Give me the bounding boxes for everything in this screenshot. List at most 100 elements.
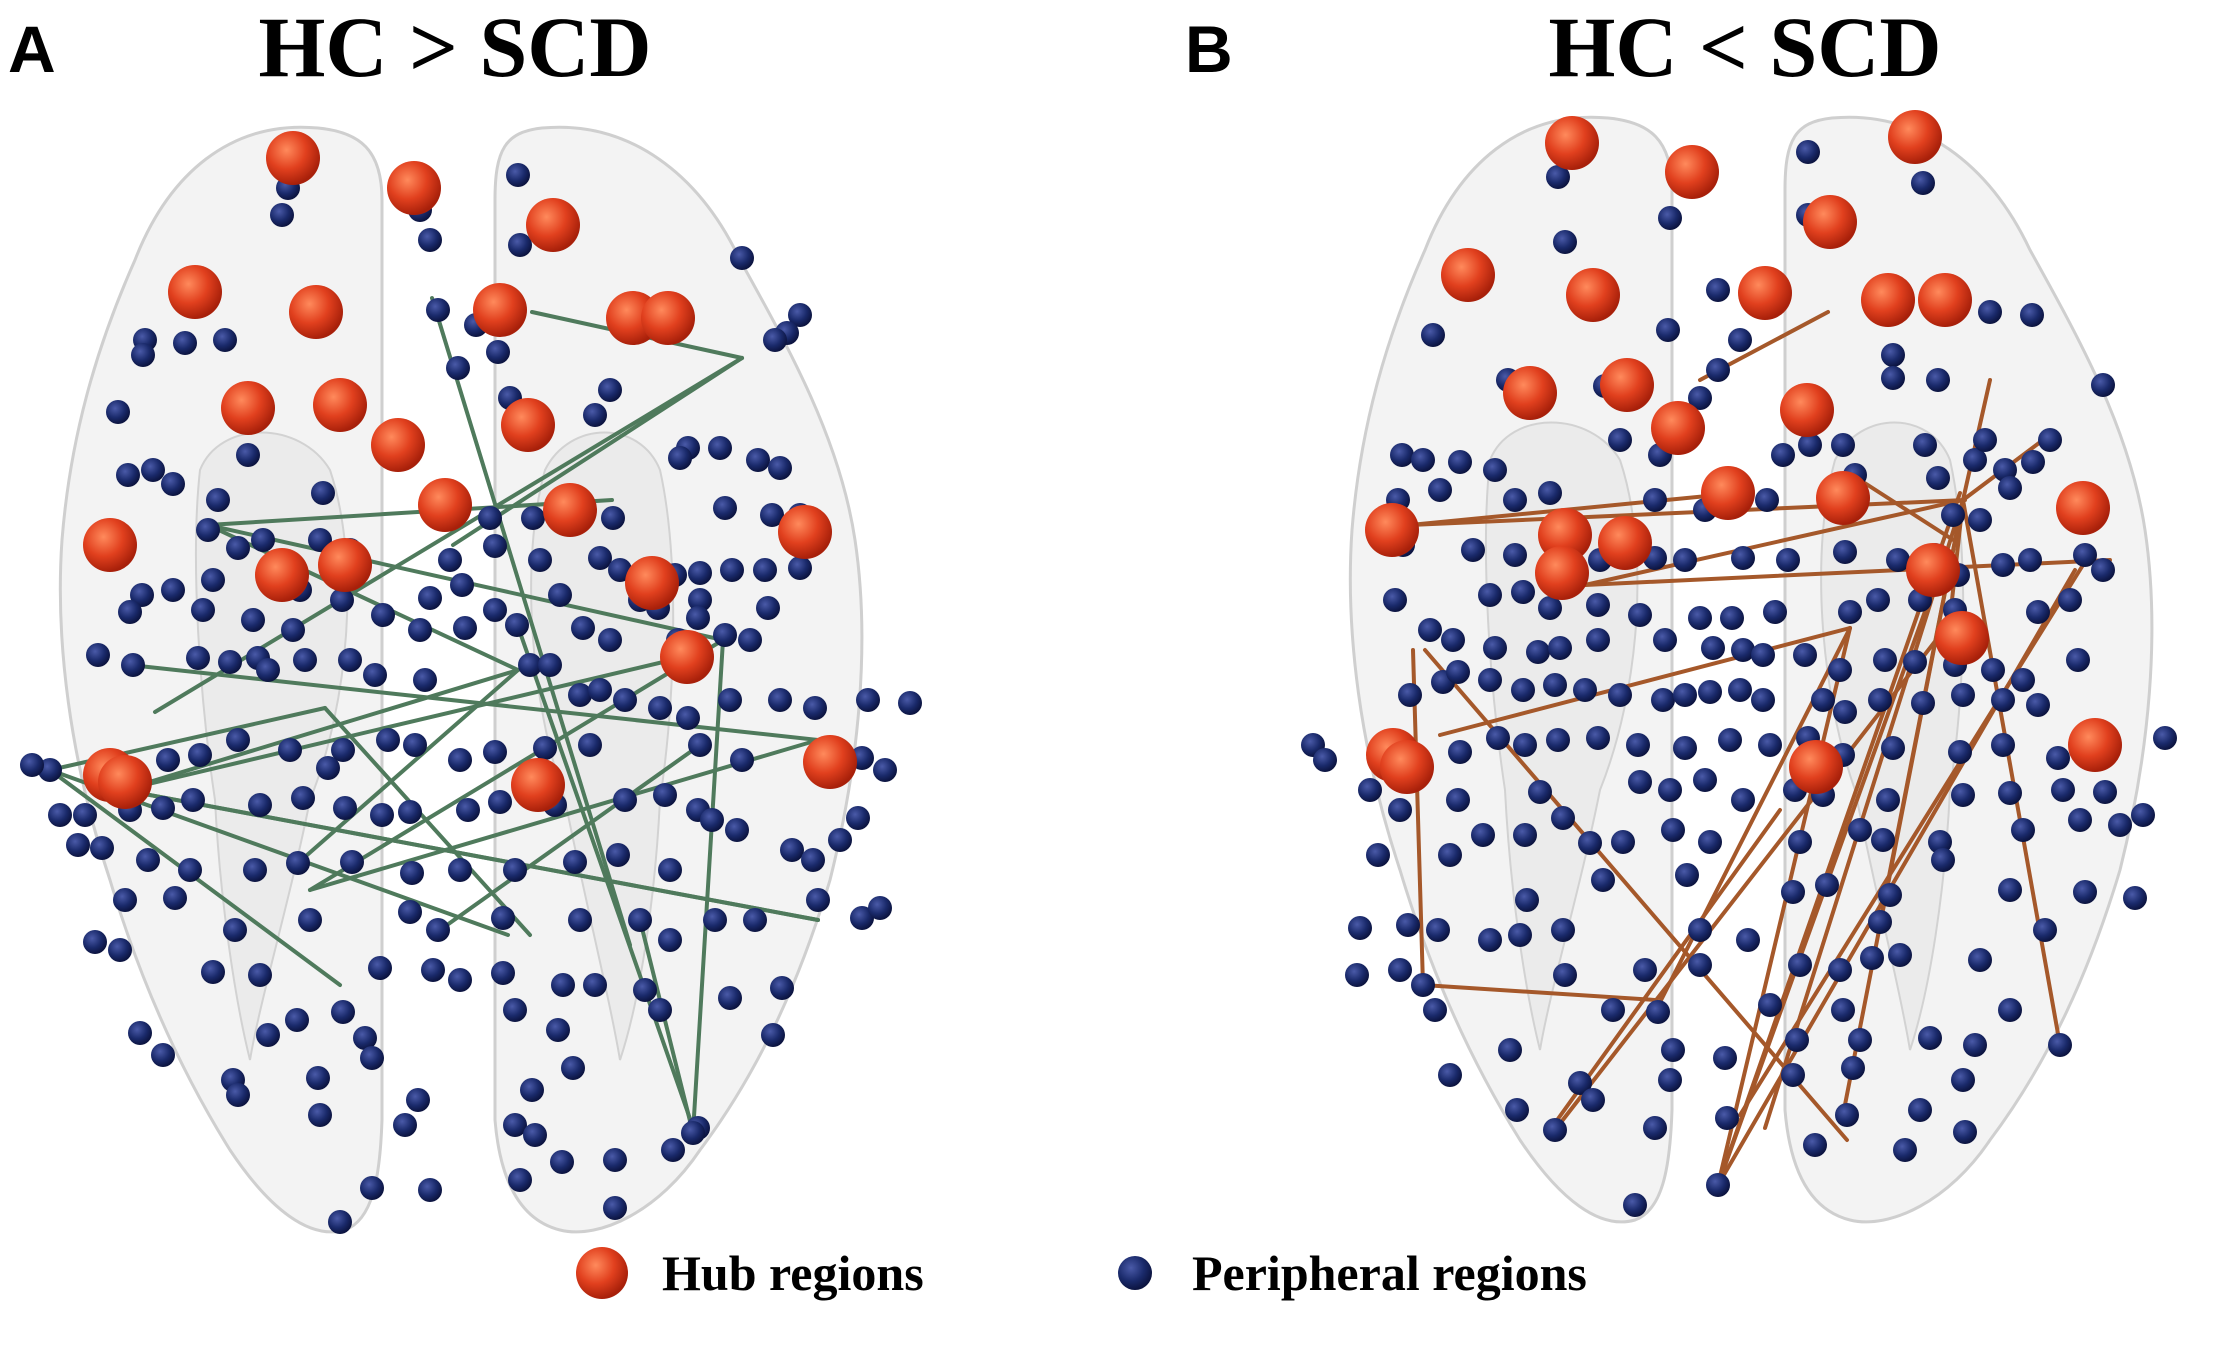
peripheral-region-node [90, 836, 114, 860]
peripheral-region-node [86, 643, 110, 667]
peripheral-region-node [1551, 918, 1575, 942]
peripheral-region-node [1313, 748, 1337, 772]
peripheral-region-node [1513, 823, 1537, 847]
peripheral-region-node [1998, 781, 2022, 805]
peripheral-region-node [546, 1018, 570, 1042]
peripheral-region-node [648, 998, 672, 1022]
hub-region-node [2068, 718, 2122, 772]
peripheral-region-node [598, 628, 622, 652]
peripheral-region-node [568, 683, 592, 707]
legend-peripheral-label: Peripheral regions [1192, 1245, 1587, 1301]
peripheral-region-node [113, 888, 137, 912]
peripheral-region-node [1951, 683, 1975, 707]
peripheral-region-node [330, 588, 354, 612]
peripheral-region-node [1688, 386, 1712, 410]
peripheral-region-node [1881, 366, 1905, 390]
peripheral-region-node [1546, 728, 1570, 752]
hub-region-node [1503, 366, 1557, 420]
peripheral-region-node [483, 534, 507, 558]
peripheral-region-node [521, 506, 545, 530]
peripheral-region-node [286, 851, 310, 875]
peripheral-region-node [1903, 650, 1927, 674]
peripheral-region-node [768, 688, 792, 712]
connection-edge [1858, 478, 1960, 545]
peripheral-region-node [400, 861, 424, 885]
peripheral-region-node [1515, 888, 1539, 912]
hub-region-node [83, 518, 137, 572]
peripheral-region-node [1483, 458, 1507, 482]
peripheral-region-node [1448, 740, 1472, 764]
peripheral-region-node [426, 918, 450, 942]
peripheral-region-node [713, 496, 737, 520]
hub-region-node [1701, 466, 1755, 520]
peripheral-region-node [1608, 428, 1632, 452]
peripheral-region-node [1568, 1071, 1592, 1095]
peripheral-region-node [83, 930, 107, 954]
peripheral-region-node [1873, 648, 1897, 672]
hub-region-node [1816, 471, 1870, 525]
peripheral-region-node [1633, 958, 1657, 982]
peripheral-region-node [306, 1066, 330, 1090]
peripheral-region-node [106, 400, 130, 424]
peripheral-region-node [523, 1123, 547, 1147]
peripheral-region-node [508, 233, 532, 257]
peripheral-region-node [1503, 543, 1527, 567]
peripheral-region-node [201, 568, 225, 592]
peripheral-region-node [1881, 343, 1905, 367]
peripheral-region-node [1626, 733, 1650, 757]
peripheral-region-node [2011, 668, 2035, 692]
hub-region-node [318, 538, 372, 592]
peripheral-region-node [873, 758, 897, 782]
peripheral-region-node [338, 648, 362, 672]
peripheral-region-node [1793, 643, 1817, 667]
peripheral-region-node [488, 790, 512, 814]
peripheral-region-node [438, 548, 462, 572]
peripheral-region-node [186, 646, 210, 670]
peripheral-region-node [1803, 1133, 1827, 1157]
hub-region-node [221, 381, 275, 435]
peripheral-region-node [1718, 728, 1742, 752]
peripheral-region-node [1446, 660, 1470, 684]
peripheral-region-node [108, 938, 132, 962]
peripheral-region-node [1503, 488, 1527, 512]
peripheral-region-node [1951, 1068, 1975, 1092]
peripheral-region-node [1448, 450, 1472, 474]
peripheral-region-node [1643, 1116, 1667, 1140]
hub-region-node [387, 161, 441, 215]
peripheral-region-node [1713, 1046, 1737, 1070]
peripheral-region-node [1731, 788, 1755, 812]
hub-region-node [511, 758, 565, 812]
peripheral-region-node [1511, 580, 1535, 604]
peripheral-region-node [725, 818, 749, 842]
peripheral-region-node [1798, 433, 1822, 457]
peripheral-region-node [1511, 678, 1535, 702]
connection-edge [691, 638, 725, 1135]
peripheral-region-node [161, 578, 185, 602]
peripheral-region-node [686, 606, 710, 630]
peripheral-region-node [1698, 830, 1722, 854]
peripheral-region-node [393, 1113, 417, 1137]
peripheral-region-node [2073, 543, 2097, 567]
peripheral-region-node [653, 783, 677, 807]
peripheral-region-node [1908, 1098, 1932, 1122]
hub-region-node [1665, 145, 1719, 199]
peripheral-region-node [1646, 1000, 1670, 1024]
peripheral-region-node [603, 1148, 627, 1172]
peripheral-region-node [1751, 688, 1775, 712]
peripheral-region-node [248, 963, 272, 987]
legend: Hub regions Peripheral regions [576, 1245, 1587, 1301]
peripheral-region-node [1706, 358, 1730, 382]
peripheral-region-node [1478, 928, 1502, 952]
hub-region-node [1789, 740, 1843, 794]
peripheral-region-node [285, 1008, 309, 1032]
peripheral-region-node [1828, 658, 1852, 682]
peripheral-region-node [1731, 638, 1755, 662]
peripheral-region-node [311, 481, 335, 505]
peripheral-region-node [753, 558, 777, 582]
peripheral-region-node [770, 976, 794, 1000]
peripheral-region-node [2123, 886, 2147, 910]
peripheral-region-node [2068, 808, 2092, 832]
peripheral-region-node [648, 696, 672, 720]
peripheral-region-node [788, 303, 812, 327]
